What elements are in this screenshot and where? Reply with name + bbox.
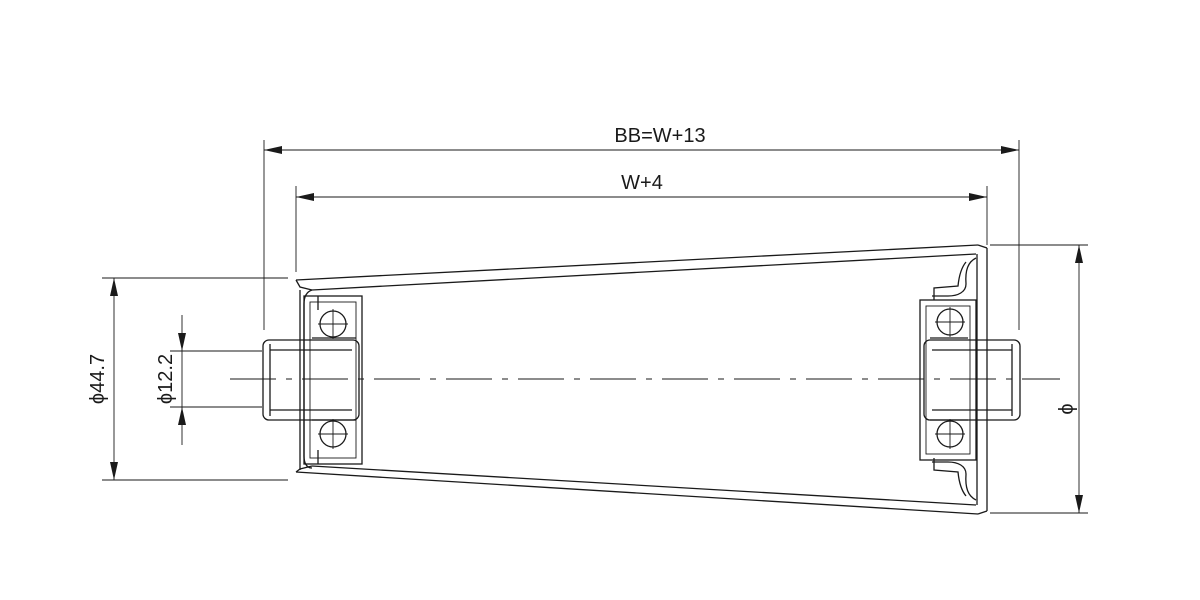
flange-diameter-label: ϕ44.7	[87, 354, 109, 404]
dimension-flange-diameter: ϕ44.7	[87, 277, 288, 481]
overall-length-label: BB=W+13	[614, 125, 705, 147]
dimension-shaft-diameter: ϕ12.2	[155, 315, 262, 445]
right-end-flange	[919, 248, 988, 511]
dimension-overall-length: BB=W+13	[263, 125, 1020, 330]
left-bearing-top	[318, 309, 348, 339]
right-bearing-bottom	[935, 419, 965, 449]
dimension-tube-length: W+4	[295, 172, 988, 272]
shaft-diameter-label: ϕ12.2	[155, 354, 177, 404]
left-bearing-bottom	[318, 419, 348, 449]
right-shaft	[923, 339, 1021, 421]
roller-diameter-label: ϕ	[1056, 403, 1078, 414]
dimension-roller-diameter: ϕ	[990, 244, 1088, 514]
left-shaft	[262, 339, 360, 421]
left-end-flange	[299, 289, 363, 470]
right-bearing-top	[935, 307, 965, 337]
tube-length-label: W+4	[621, 172, 663, 194]
tapered-tube	[295, 244, 988, 515]
